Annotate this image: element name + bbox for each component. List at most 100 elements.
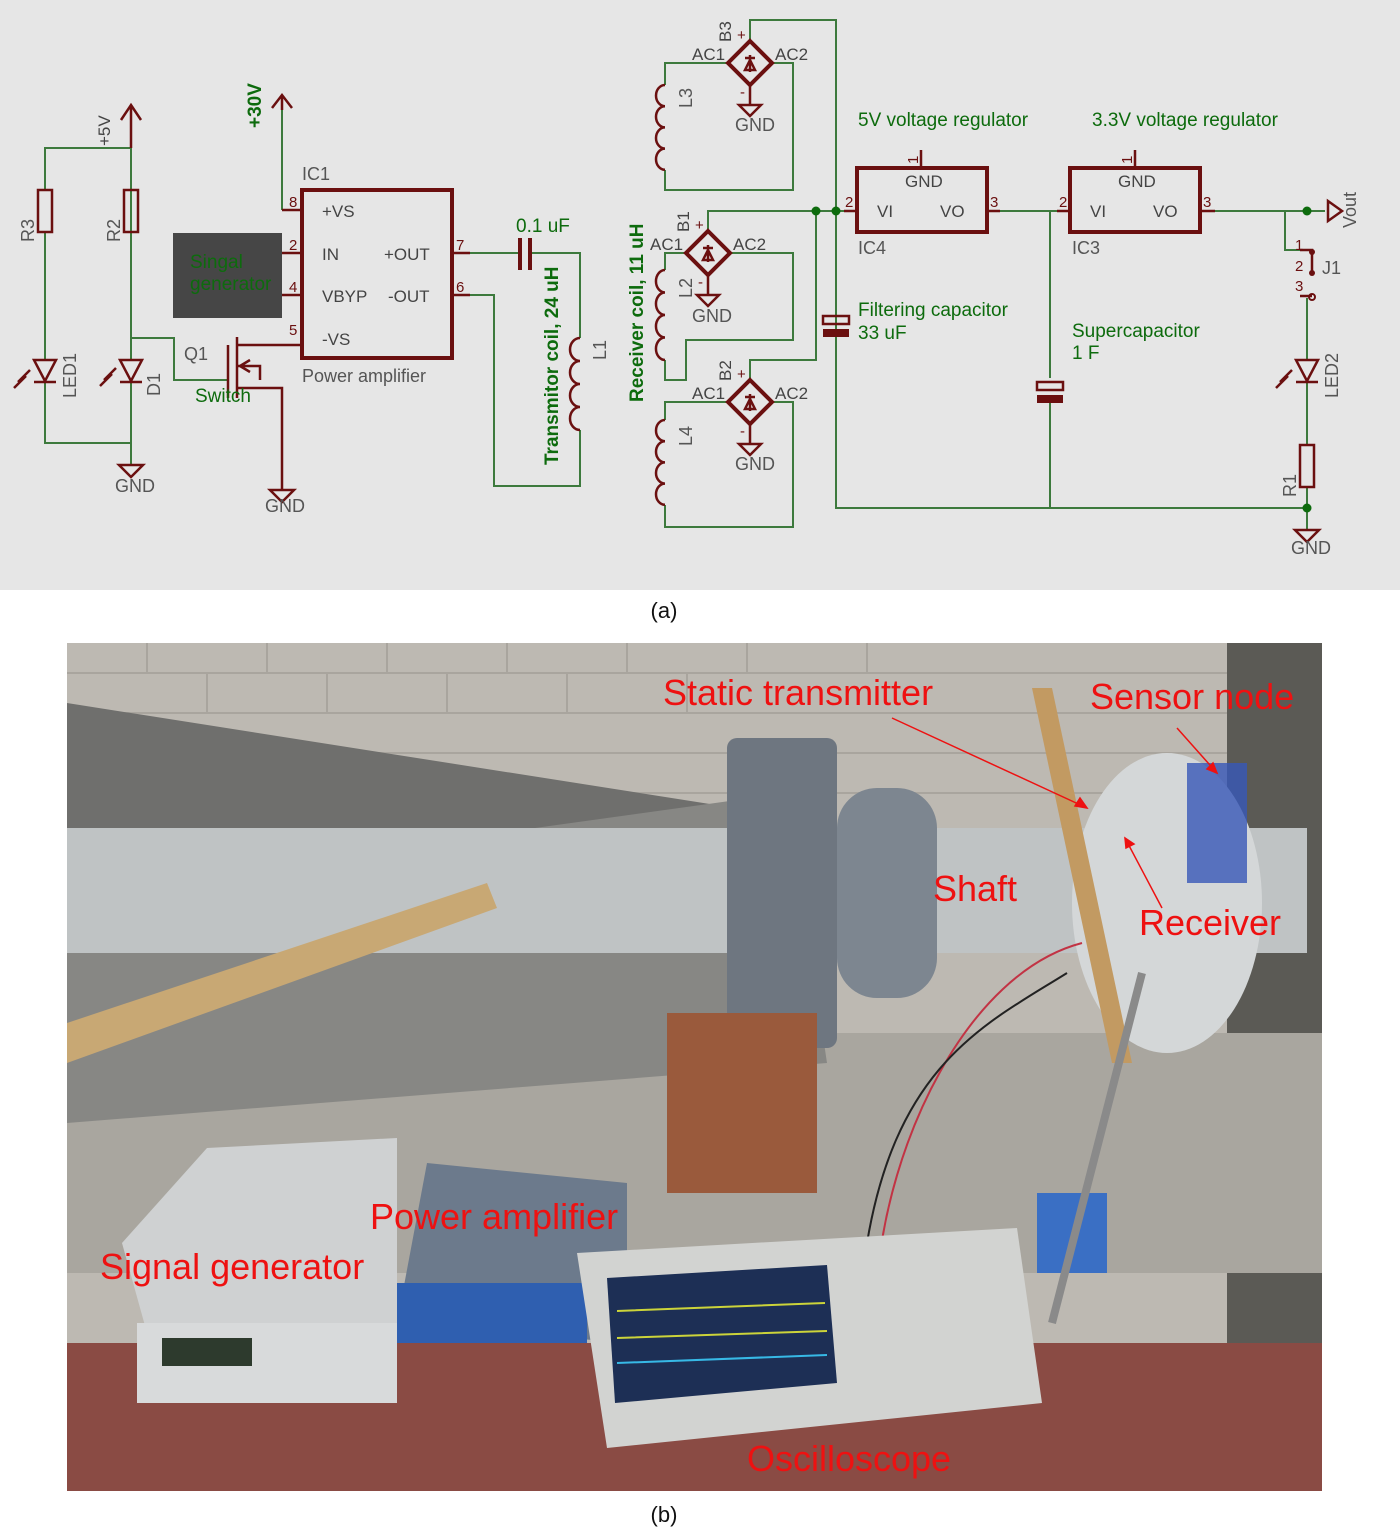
pin-label: VBYP xyxy=(322,287,367,306)
pin-number: 3 xyxy=(1295,278,1303,295)
led1-label: LED1 xyxy=(60,353,80,398)
filter-capacitor-value: 33 uF xyxy=(858,323,907,344)
pin-number: 1 xyxy=(1295,237,1303,254)
pin-label: IN xyxy=(322,245,339,264)
ic1-description: Power amplifier xyxy=(302,366,426,386)
red-cable xyxy=(876,942,1083,1284)
l3-label: L3 xyxy=(676,88,696,108)
signal-generator-label: Singal xyxy=(190,252,243,273)
circuit-schematic: GND +5V R3 R2 LED1 D1 Singal generator Q… xyxy=(0,0,1400,590)
caption-b: (b) xyxy=(650,1502,678,1527)
pin-label: GND xyxy=(905,172,943,191)
caption-a: (a) xyxy=(650,598,678,623)
pin-number: 6 xyxy=(456,279,464,296)
pin-label: VO xyxy=(940,202,965,221)
sensor-node-board xyxy=(1187,763,1247,883)
bridge-rectifier-b3 xyxy=(725,38,775,118)
ic4-description: 5V voltage regulator xyxy=(858,110,1029,131)
pin-label: +VS xyxy=(322,202,355,221)
pin-number: 8 xyxy=(289,194,297,211)
coil-l4 xyxy=(654,418,666,507)
label-signal-generator: Signal generator xyxy=(100,1246,364,1287)
l4-label: L4 xyxy=(676,426,696,446)
ac2-label: AC2 xyxy=(733,235,766,254)
b2-label: B2 xyxy=(716,360,735,381)
supercapacitor-label: Supercapacitor xyxy=(1072,321,1200,342)
gnd-label: GND xyxy=(1291,538,1331,558)
pin-number: 7 xyxy=(456,237,464,254)
r2-label: R2 xyxy=(104,219,124,242)
indicator-circuit: GND +5V R3 R2 LED1 D1 xyxy=(13,102,228,496)
power-amplifier-device xyxy=(397,1163,627,1343)
signal-generator-label: generator xyxy=(190,274,272,295)
transmitter-coil-circuit xyxy=(470,238,581,487)
wood-plank xyxy=(67,883,497,1063)
pin-number: 4 xyxy=(289,279,297,296)
ac1-label: AC1 xyxy=(692,384,725,403)
b1-label: B1 xyxy=(674,211,693,232)
label-oscilloscope: Oscilloscope xyxy=(747,1438,951,1479)
ic1-power-amplifier xyxy=(271,92,470,360)
supercapacitor-value: 1 F xyxy=(1072,343,1099,364)
r1-label: R1 xyxy=(1280,474,1300,497)
led2-label: LED2 xyxy=(1322,353,1342,398)
rx-coil-label: Receiver coil, 11 uH xyxy=(627,224,648,403)
polarity-label: - xyxy=(740,84,745,101)
label-power-amplifier: Power amplifier xyxy=(370,1196,618,1237)
bridge-rectifier-b1 xyxy=(683,228,733,308)
label-sensor-node: Sensor node xyxy=(1090,676,1294,717)
pin-number: 1 xyxy=(1119,156,1136,164)
led1-symbol xyxy=(13,358,59,389)
resistor-r3 xyxy=(36,188,54,234)
l2-label: L2 xyxy=(676,278,696,298)
pin-label: -OUT xyxy=(388,287,430,306)
wood-block xyxy=(667,1013,817,1193)
filter-capacitor-label: Filtering capacitor xyxy=(858,300,1009,321)
coil-l3 xyxy=(654,83,666,172)
bearing-housing xyxy=(727,738,837,1048)
oscilloscope-device xyxy=(577,1228,1042,1448)
label-shaft: Shaft xyxy=(933,868,1017,909)
gnd-label: GND xyxy=(265,496,305,516)
l1-label: L1 xyxy=(590,340,610,360)
tx-capacitor-label: 0.1 uF xyxy=(516,216,570,237)
gnd-symbol xyxy=(115,463,147,479)
gnd-label: GND xyxy=(735,115,775,135)
pin-label: VI xyxy=(877,202,893,221)
signal-generator-device xyxy=(122,1138,397,1403)
polarity-label: + xyxy=(737,366,746,383)
stand-rod xyxy=(1048,972,1146,1324)
mosfet-q1 xyxy=(226,337,302,504)
brick-wall xyxy=(67,643,1322,794)
pin-number: 1 xyxy=(905,156,922,164)
transmitter-stick xyxy=(1032,688,1132,1063)
ic4-label: IC4 xyxy=(858,238,886,258)
ac2-label: AC2 xyxy=(775,45,808,64)
label-receiver: Receiver xyxy=(1139,902,1281,943)
r3-label: R3 xyxy=(18,219,38,242)
ic3-description: 3.3V voltage regulator xyxy=(1092,110,1279,131)
pin-label: VO xyxy=(1153,202,1178,221)
pin-number: 2 xyxy=(845,194,853,211)
receiver-circuit xyxy=(654,19,1345,544)
pin-label: -VS xyxy=(322,330,350,349)
pin-label: +OUT xyxy=(384,245,430,264)
d1-label: D1 xyxy=(144,373,164,396)
pin-number: 5 xyxy=(289,322,297,339)
black-cable xyxy=(866,972,1068,1244)
polarity-label: + xyxy=(695,217,704,234)
pin-number: 2 xyxy=(1295,258,1303,275)
pin-label: VI xyxy=(1090,202,1106,221)
resistor-r2 xyxy=(122,188,140,234)
gnd-label: GND xyxy=(735,454,775,474)
label-static-transmitter: Static transmitter xyxy=(663,672,933,713)
polarity-label: - xyxy=(740,423,745,440)
coil-l2 xyxy=(654,268,666,362)
b3-label: B3 xyxy=(716,21,735,42)
polarity-label: - xyxy=(698,274,703,291)
experimental-setup-photo: Static transmitter Sensor node Shaft Rec… xyxy=(67,643,1322,1491)
tx-coil-label: Transmitor coil, 24 uH xyxy=(542,267,563,466)
signal-generator-block xyxy=(173,233,282,318)
pin-number: 2 xyxy=(289,237,297,254)
annotation-arrows xyxy=(891,717,1219,909)
